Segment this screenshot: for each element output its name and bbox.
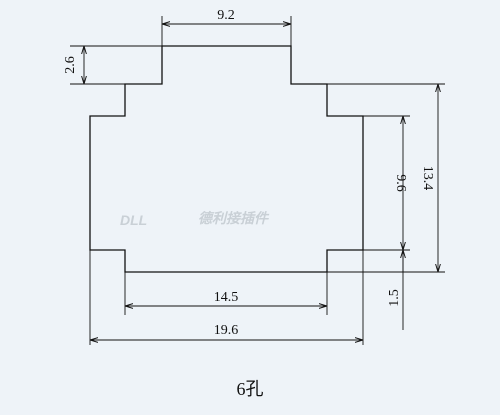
watermark-brand: DLL [120,212,147,228]
figure-caption: 6孔 [236,379,264,399]
dimension-lines [84,24,438,340]
dim-inner-height-label: 9.6 [393,174,408,192]
dim-top-width-label: 9.2 [217,8,235,23]
part-outline [89,45,364,273]
dim-total-width-label: 19.6 [214,323,239,338]
dim-bottom-gap-label: 1.5 [387,289,402,307]
dim-step-height-label: 2.6 [63,56,78,74]
extension-lines [70,16,445,345]
watermark-company: 德利接插件 [198,210,270,226]
dim-total-height-label: 13.4 [420,166,435,191]
dim-bottom-width-label: 14.5 [214,290,239,305]
